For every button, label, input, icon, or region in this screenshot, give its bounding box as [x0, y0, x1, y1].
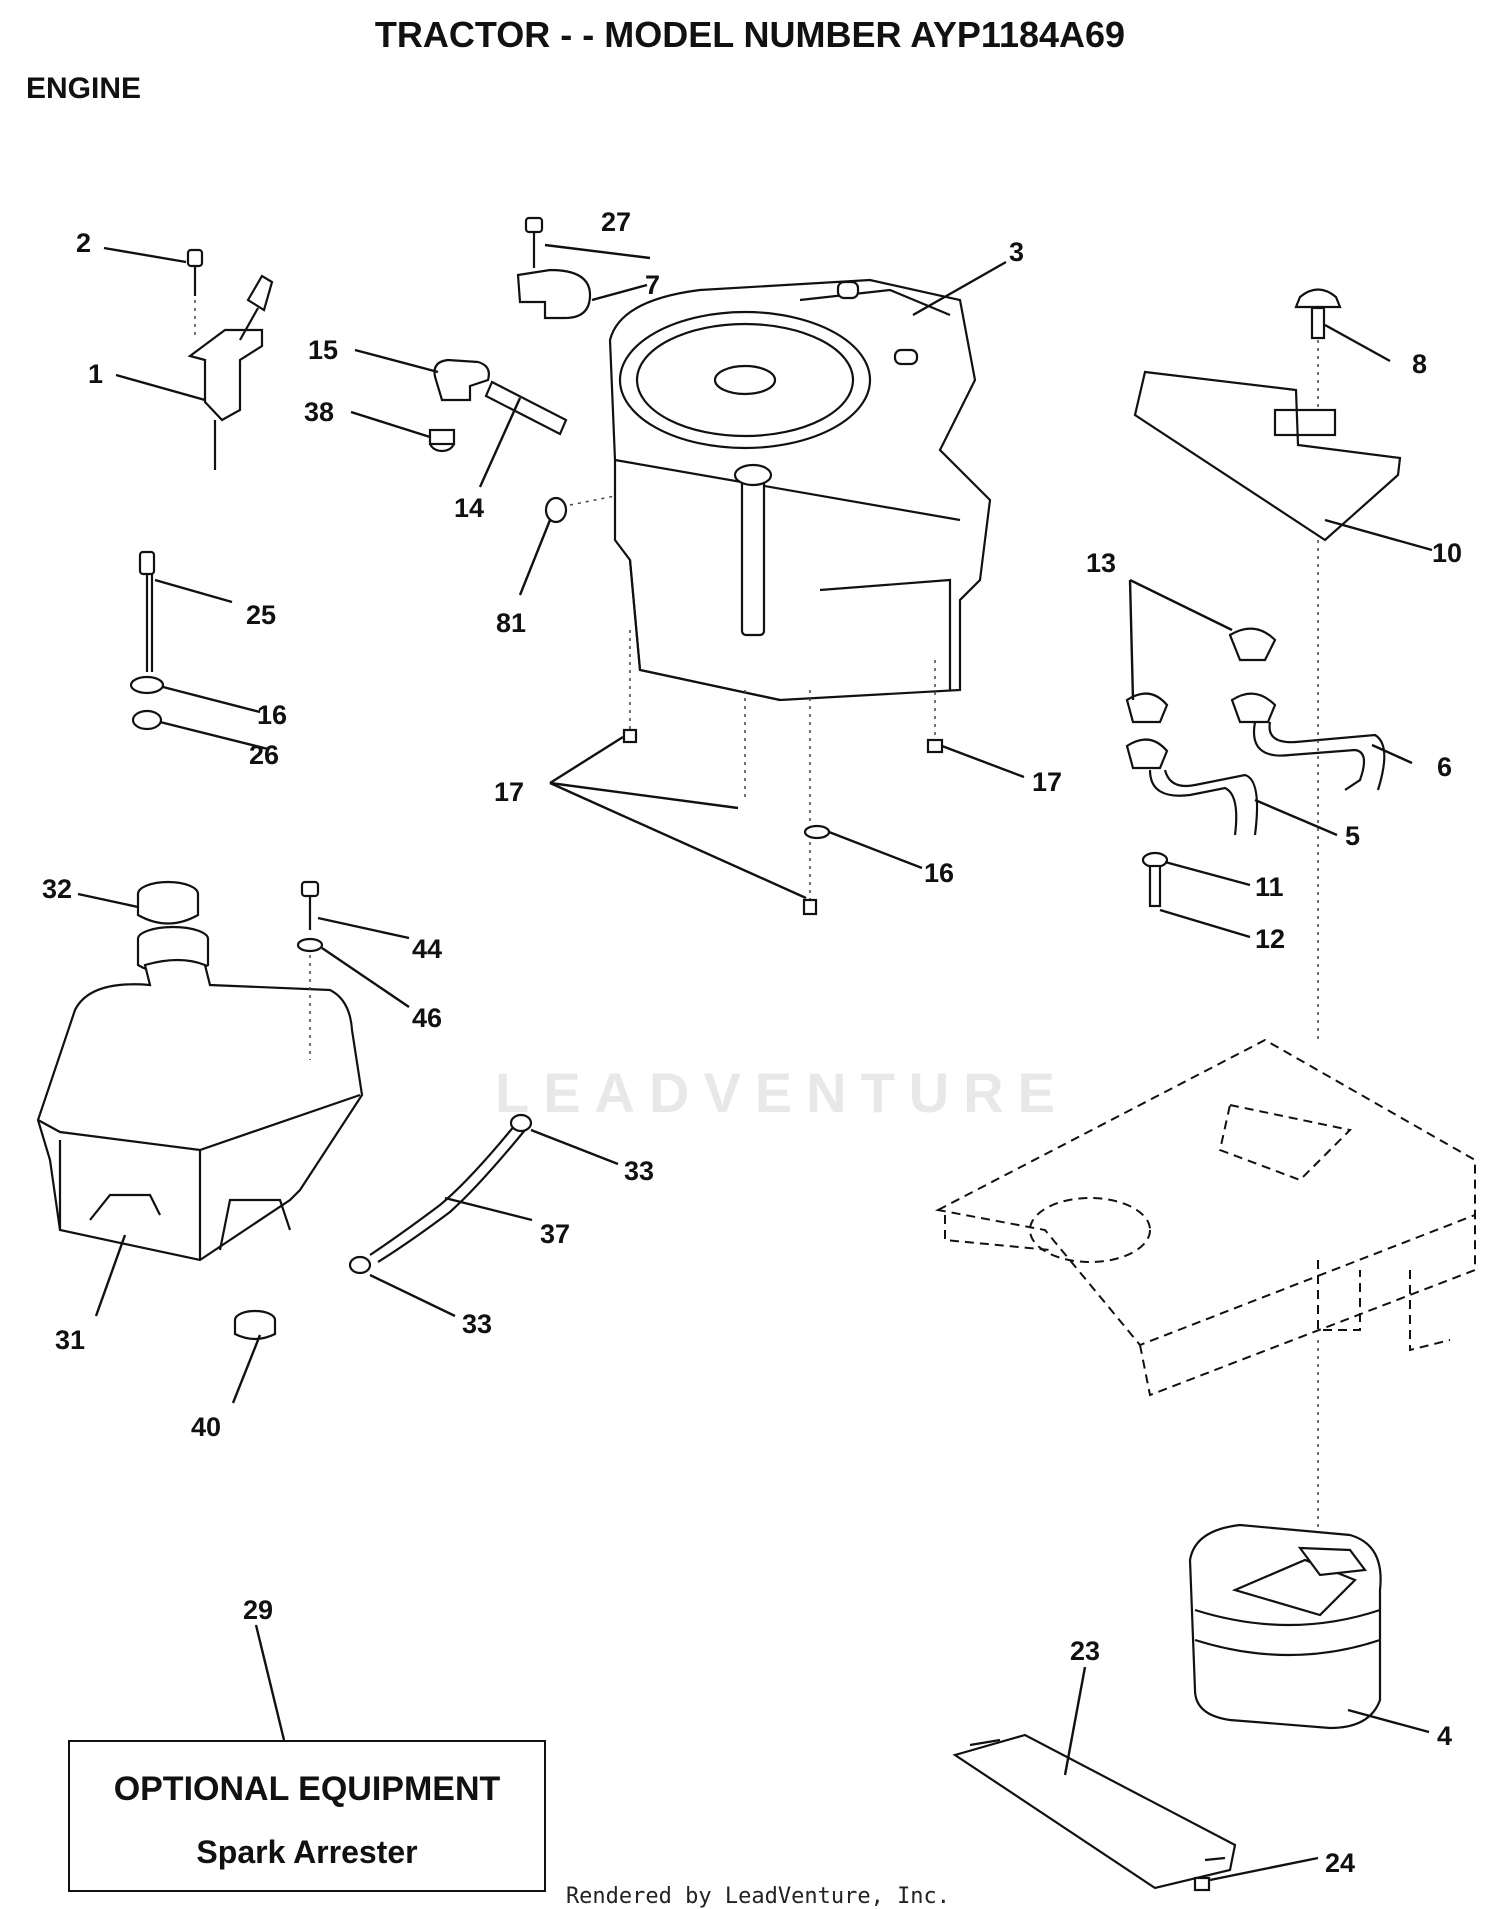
- callout-15: 15: [308, 335, 338, 365]
- callout-6: 6: [1437, 752, 1452, 782]
- callout-31: 31: [55, 1325, 85, 1355]
- tractor-frame-part: [934, 1038, 1476, 1600]
- callout-17-b: 17: [1032, 767, 1062, 797]
- callout-2: 2: [76, 228, 91, 258]
- section-title: ENGINE: [26, 72, 142, 105]
- callout-33-b: 33: [462, 1309, 492, 1339]
- callout-40: 40: [191, 1412, 221, 1442]
- callout-38: 38: [304, 397, 334, 427]
- breather-elbow-part: [428, 358, 621, 524]
- callout-12: 12: [1255, 924, 1285, 954]
- callout-81: 81: [496, 608, 526, 638]
- callout-46: 46: [412, 1003, 442, 1033]
- callout-37: 37: [540, 1219, 570, 1249]
- watermark: LEADVENTURE: [495, 1061, 1070, 1124]
- optional-equipment-item: Spark Arrester: [196, 1834, 418, 1870]
- callout-1: 1: [88, 359, 103, 389]
- engine-part: [608, 278, 992, 702]
- callout-16-a: 16: [257, 700, 287, 730]
- engine-bolts-part: [622, 630, 944, 916]
- callout-labels: 2 1 3 8 10 13 6 5 11 12 27 7 15 38 14 81…: [42, 207, 1462, 1878]
- fuel-tank-part: [36, 880, 364, 1262]
- callout-17-a: 17: [494, 777, 524, 807]
- callout-24: 24: [1325, 1848, 1355, 1878]
- throttle-control-part: [186, 248, 274, 470]
- callout-27: 27: [601, 207, 631, 237]
- muffler-part: [1188, 1523, 1382, 1730]
- callout-25: 25: [246, 600, 276, 630]
- exhaust-pipes-part: [1125, 540, 1386, 1040]
- callout-14: 14: [454, 493, 484, 523]
- callout-16-b: 16: [924, 858, 954, 888]
- callout-29: 29: [243, 1595, 273, 1625]
- clamp-part: [516, 216, 592, 320]
- cable-part: [129, 550, 165, 731]
- callout-5: 5: [1345, 821, 1360, 851]
- callout-10: 10: [1432, 538, 1462, 568]
- fuel-line-part: [233, 880, 533, 1341]
- footer-credit: Rendered by LeadVenture, Inc.: [565, 1884, 951, 1909]
- optional-equipment-title: OPTIONAL EQUIPMENT: [113, 1770, 501, 1808]
- callout-13: 13: [1086, 548, 1116, 578]
- heat-deflector-part: [952, 1733, 1237, 1892]
- callout-33-a: 33: [624, 1156, 654, 1186]
- callout-3: 3: [1009, 237, 1024, 267]
- callout-32: 32: [42, 874, 72, 904]
- optional-equipment-box: OPTIONAL EQUIPMENT Spark Arrester: [68, 1740, 546, 1892]
- callout-11: 11: [1255, 872, 1284, 902]
- callout-4: 4: [1437, 1721, 1452, 1751]
- leader-lines: [77, 243, 1433, 1882]
- page-title: TRACTOR - - MODEL NUMBER AYP1184A69: [374, 14, 1126, 55]
- callout-8: 8: [1412, 349, 1427, 379]
- callout-44: 44: [412, 934, 442, 964]
- callout-26: 26: [249, 740, 279, 770]
- callout-23: 23: [1070, 1636, 1100, 1666]
- heat-shield-part: [1133, 288, 1402, 542]
- callout-7: 7: [645, 270, 660, 300]
